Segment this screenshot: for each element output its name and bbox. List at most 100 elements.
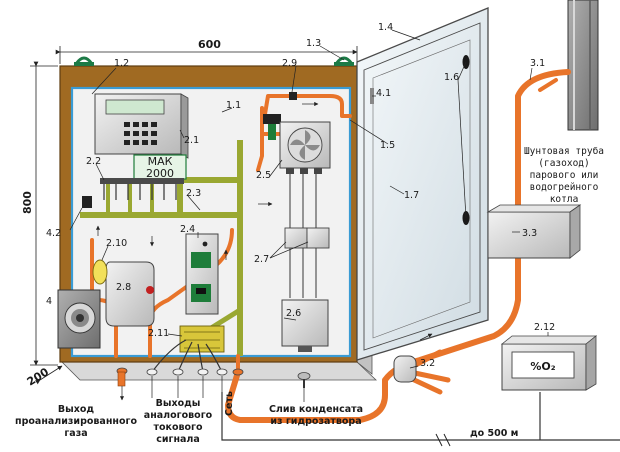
door-seal xyxy=(372,39,471,339)
depth-value: 200 xyxy=(25,365,52,388)
door-inner-border xyxy=(363,22,481,351)
dimension-depth: 200 xyxy=(25,365,63,389)
valve-2-9 xyxy=(263,92,297,140)
filter-box-3-3 xyxy=(486,204,582,259)
heater-3-2 xyxy=(393,349,451,395)
terminal-strip-2-2 xyxy=(100,178,184,200)
caption-outputs-line-2: аналогового xyxy=(144,410,213,421)
callout-labels: 1.1 1.2 1.3 1.4 1.5 1.6 1.7 2.1 2.2 2.3 … xyxy=(46,22,555,369)
dimension-height: 800 xyxy=(21,61,58,366)
controller-display xyxy=(105,99,165,115)
label-1-3: 1.3 xyxy=(306,38,321,49)
badge-line-1: МАК xyxy=(148,155,173,168)
sample-line-upper xyxy=(515,69,571,215)
signal-cable xyxy=(221,392,620,441)
caption-pipe-line-1: Шунтовая труба xyxy=(524,146,604,157)
terminal-block-2-11 xyxy=(179,325,225,353)
label-4: 4 xyxy=(46,296,52,307)
label-2-11: 2.11 xyxy=(148,328,169,339)
sample-line-lower xyxy=(225,255,521,423)
label-1-5: 1.5 xyxy=(380,140,395,151)
label-3-1: 3.1 xyxy=(530,58,545,69)
label-2-1: 2.1 xyxy=(184,135,199,146)
fan-4 xyxy=(57,289,101,349)
dimension-width: 600 xyxy=(55,38,358,64)
gland-output-2 xyxy=(172,368,184,376)
remote-display-reading: %O₂ xyxy=(530,360,555,373)
cable-glands xyxy=(116,367,311,388)
label-4-2: 4.2 xyxy=(46,228,61,239)
caption-outputs: Выходы аналогового токового сигнала xyxy=(144,398,213,445)
label-2-4: 2.4 xyxy=(180,224,195,235)
label-2-10: 2.10 xyxy=(106,238,127,249)
label-2-5: 2.5 xyxy=(256,170,271,181)
caption-pipe-line-2: (газоход) xyxy=(538,158,589,169)
controller-2-1 xyxy=(94,93,189,159)
label-1-4: 1.4 xyxy=(378,22,393,33)
label-3-2: 3.2 xyxy=(420,358,435,369)
cable-break xyxy=(435,433,451,447)
label-1-6: 1.6 xyxy=(444,72,459,83)
caption-pipe-line-5: котла xyxy=(550,194,579,205)
caption-pipe-line-3: парового или xyxy=(530,170,599,181)
caption-pipe-line-4: водогрейного xyxy=(530,182,599,193)
label-2-7: 2.7 xyxy=(254,254,269,265)
cable-wiring xyxy=(151,339,223,373)
label-2-2: 2.2 xyxy=(86,156,101,167)
caption-mains: Сеть xyxy=(224,391,235,416)
gland-sample-in xyxy=(232,368,244,376)
cabinet-door xyxy=(356,7,489,361)
label-4-1: 4.1 xyxy=(376,88,391,99)
gland-mains xyxy=(216,368,228,376)
mounting-lug-right xyxy=(334,56,354,66)
cooler-2-5 xyxy=(279,121,331,174)
mak-2000-badge: МАК 2000 xyxy=(133,154,187,180)
caption-drain-line-1: Слив конденсата xyxy=(269,404,363,415)
sample-probe-tip xyxy=(538,78,558,92)
boiler-duct xyxy=(567,0,599,131)
caption-exhaust: Выход проанализированного газа xyxy=(15,404,137,439)
label-1-7: 1.7 xyxy=(404,190,419,201)
mounting-lug-left xyxy=(74,56,94,66)
gas-line-top xyxy=(262,94,352,122)
condensate-tubes xyxy=(289,170,317,298)
caption-distance: до 500 м xyxy=(470,428,518,439)
compressor-2-8 xyxy=(105,261,155,327)
caption-outputs-line-3: токового xyxy=(153,422,203,433)
gland-output-1 xyxy=(146,368,158,376)
caption-exhaust-line-3: газа xyxy=(64,428,87,439)
caption-outputs-line-4: сигнала xyxy=(156,434,200,445)
shunt-pipe xyxy=(567,0,599,131)
remote-display-2-12: %O₂ xyxy=(500,335,598,391)
badge-line-2: 2000 xyxy=(146,167,174,180)
door-panel xyxy=(356,7,489,361)
controller-keypad xyxy=(124,122,157,145)
power-unit-2-4 xyxy=(185,233,219,315)
remote-display-screen xyxy=(511,351,575,379)
caption-outputs-line-1: Выходы xyxy=(156,398,201,409)
label-2-12: 2.12 xyxy=(534,322,555,333)
caption-pipe: Шунтовая труба (газоход) парового или во… xyxy=(524,146,604,205)
label-2-9: 2.9 xyxy=(282,58,297,69)
heater-4-2 xyxy=(82,196,92,208)
caption-exhaust-line-2: проанализированного xyxy=(15,416,137,427)
label-2-6: 2.6 xyxy=(286,308,301,319)
flow-arrows xyxy=(95,101,433,341)
width-value: 600 xyxy=(198,38,221,51)
caption-drain-line-2: из гидрозатвора xyxy=(270,416,361,427)
caption-exhaust-line-1: Выход xyxy=(58,404,94,415)
caption-drain: Слив конденсата из гидрозатвора xyxy=(269,404,363,427)
label-1-2: 1.2 xyxy=(114,58,129,69)
height-value: 800 xyxy=(21,191,34,214)
gland-drain xyxy=(297,372,311,380)
label-1-1: 1.1 xyxy=(226,100,241,111)
flow-meter-2-10 xyxy=(92,259,108,285)
label-3-3: 3.3 xyxy=(522,228,537,239)
pump-2-6 xyxy=(281,299,329,352)
label-2-8: 2.8 xyxy=(116,282,131,293)
label-2-3: 2.3 xyxy=(186,188,201,199)
callout-leaders xyxy=(69,29,549,369)
traps-2-7 xyxy=(284,227,330,249)
